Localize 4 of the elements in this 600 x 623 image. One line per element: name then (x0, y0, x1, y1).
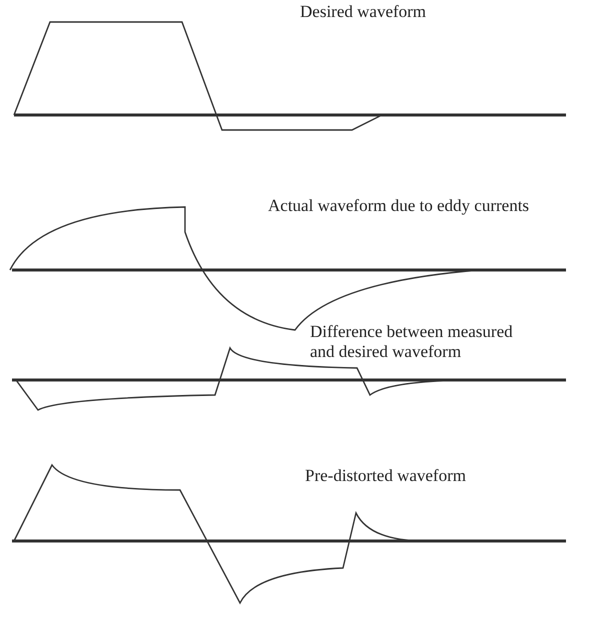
waveform-caption: Desired waveform (300, 2, 428, 22)
waveform-caption: Difference between measured and desired waveform (310, 322, 514, 362)
waveform-caption: Pre-distorted waveform (305, 466, 467, 486)
waveform-caption: Actual waveform due to eddy currents (268, 196, 530, 216)
